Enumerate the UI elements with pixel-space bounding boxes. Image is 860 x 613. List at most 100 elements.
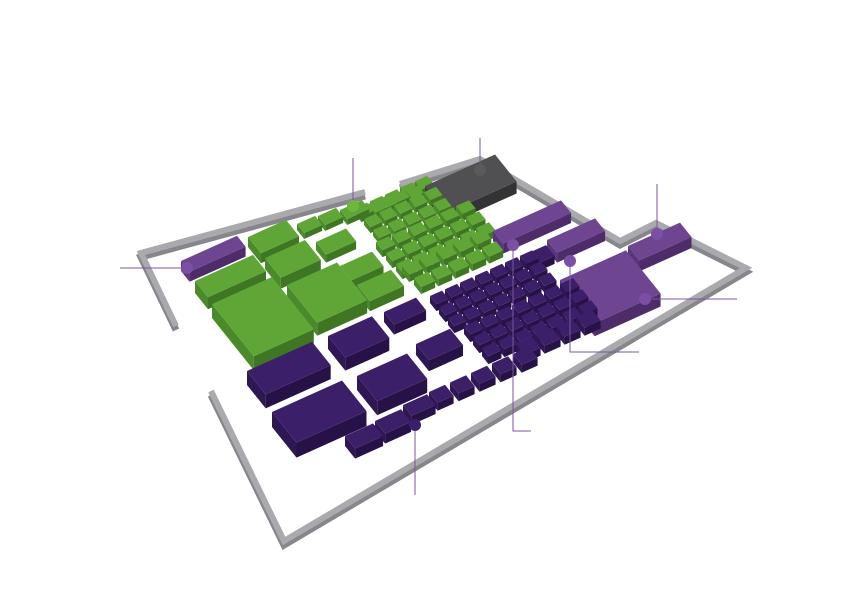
- block-top: [390, 189, 410, 204]
- dark-purple-block: [576, 309, 601, 336]
- block-side: [328, 336, 346, 371]
- callout-marker-dot: [639, 293, 651, 305]
- block-side: [484, 286, 491, 302]
- block-front: [325, 216, 344, 231]
- block-side: [544, 291, 551, 308]
- block-front: [584, 320, 601, 336]
- block-side: [409, 198, 416, 213]
- block-top: [480, 313, 500, 328]
- block-top: [430, 290, 449, 305]
- block-front: [189, 246, 246, 282]
- dark-purple-block: [471, 365, 496, 392]
- block-side: [553, 302, 560, 319]
- block-front: [440, 233, 454, 247]
- block-side: [384, 312, 395, 335]
- block-top: [528, 292, 548, 307]
- block-top: [424, 186, 443, 201]
- block-top: [478, 299, 497, 313]
- block-top: [448, 312, 467, 327]
- block-top: [466, 211, 486, 226]
- block-top: [416, 328, 463, 361]
- block-side: [450, 382, 459, 402]
- block-front: [280, 259, 321, 289]
- block-side: [440, 213, 447, 229]
- block-front: [304, 224, 323, 239]
- callout-1: [120, 262, 193, 274]
- block-top: [248, 219, 299, 254]
- block-side: [248, 237, 261, 264]
- callout-3: [474, 138, 486, 176]
- callout-marker-dot: [347, 200, 359, 212]
- block-front: [296, 411, 367, 458]
- callout-leader-line: [569, 261, 639, 353]
- block-top: [364, 213, 383, 228]
- block-front: [472, 219, 486, 233]
- block-front: [544, 338, 561, 354]
- green-block: [470, 229, 492, 252]
- block-side: [492, 363, 501, 383]
- block-side: [316, 242, 327, 263]
- block-side: [402, 245, 409, 261]
- block-top: [409, 193, 428, 207]
- green-block: [465, 248, 487, 272]
- block-top: [513, 346, 538, 365]
- block-side: [403, 216, 410, 231]
- green-block: [450, 218, 470, 240]
- block-top: [514, 268, 533, 282]
- green-block: [318, 207, 344, 231]
- block-top: [340, 251, 384, 281]
- block-front: [503, 213, 572, 254]
- green-block: [466, 211, 486, 233]
- block-side: [482, 247, 490, 264]
- block-top: [556, 318, 581, 337]
- block-top: [469, 288, 488, 302]
- block-side: [212, 304, 254, 371]
- block-top: [195, 254, 266, 298]
- green-block: [265, 240, 321, 289]
- block-side: [496, 312, 503, 329]
- block-side: [480, 319, 487, 336]
- block-top: [514, 328, 534, 343]
- block-front: [504, 343, 518, 358]
- block-top: [392, 229, 412, 243]
- block-front: [456, 226, 470, 240]
- block-front: [370, 285, 404, 312]
- block-side: [418, 209, 425, 224]
- block-side: [340, 210, 348, 225]
- block-front: [479, 376, 496, 392]
- block-top: [482, 342, 502, 357]
- green-block: [453, 236, 475, 260]
- block-top: [529, 261, 548, 275]
- block-side: [520, 255, 527, 271]
- block-top: [520, 250, 539, 264]
- block-side: [424, 192, 431, 207]
- block-top: [493, 200, 572, 244]
- block-front: [557, 231, 606, 263]
- green-block: [456, 200, 476, 222]
- block-top: [376, 236, 396, 251]
- block-front: [430, 222, 444, 236]
- block-front: [443, 253, 458, 267]
- block-front: [392, 255, 406, 269]
- block-top: [431, 264, 453, 280]
- dark-purple-block: [556, 318, 581, 345]
- block-front: [639, 237, 692, 272]
- block-side: [430, 296, 437, 312]
- block-side: [512, 305, 519, 322]
- block-front: [355, 436, 384, 459]
- block-top: [287, 262, 368, 323]
- block-top: [318, 207, 344, 225]
- green-block: [436, 244, 458, 267]
- block-side: [523, 284, 530, 300]
- green-block: [392, 229, 412, 250]
- block-side: [195, 281, 208, 310]
- block-side: [416, 344, 429, 372]
- callouts: [120, 138, 737, 495]
- green-block: [402, 259, 424, 282]
- green-block: [386, 247, 406, 269]
- block-side: [418, 238, 425, 254]
- block-front: [409, 268, 424, 282]
- block-top: [375, 409, 412, 434]
- block-top: [403, 394, 436, 416]
- block-top: [544, 285, 564, 300]
